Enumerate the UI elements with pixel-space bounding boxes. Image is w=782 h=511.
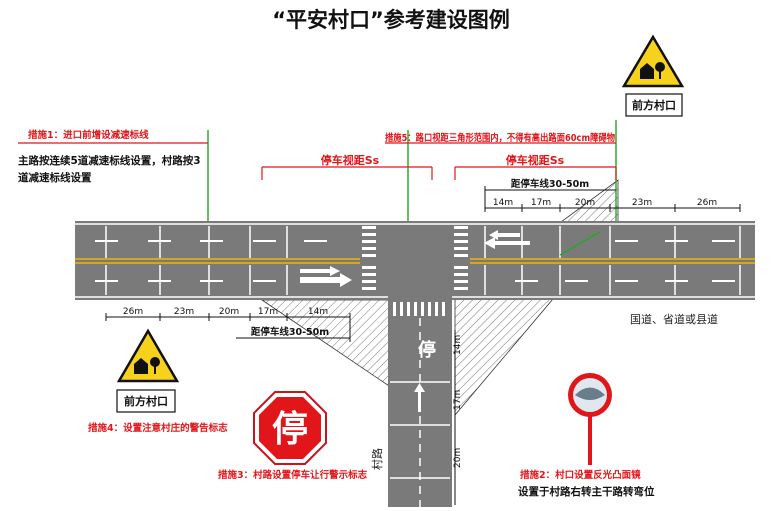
measure-1-desc-1: 主路按连续5道减速标线设置，村路按3 [18, 154, 201, 167]
stop-sign-text: 停 [272, 409, 308, 450]
left-spacing-5: 14m [308, 307, 328, 317]
right-spacing-1: 14m [493, 198, 513, 208]
deceleration-marks [105, 226, 741, 295]
village-spacing-3: 20m [453, 448, 463, 468]
left-spacing-3: 20m [219, 307, 239, 317]
measure-2-label: 措施2：村口设置反光凸面镜 [520, 469, 641, 481]
sight-distance-right: 停车视距Ss [506, 153, 565, 167]
right-spacing-4: 23m [632, 198, 652, 208]
house-tree-icon [640, 62, 665, 79]
stop-road-marking: 停 [418, 339, 436, 361]
crosswalk-village [393, 302, 445, 316]
village-warning-sign-top: 前方村口 [621, 34, 685, 117]
convex-mirror [568, 373, 612, 465]
right-spacing-3: 20m [575, 198, 595, 208]
left-spacing-1: 26m [123, 307, 143, 317]
lane-arrows [300, 230, 530, 412]
left-spacing-4: 17m [258, 307, 278, 317]
right-spacing-5: 26m [697, 198, 717, 208]
intersection-area [360, 221, 470, 300]
sight-distance-left: 停车视距Ss [321, 153, 380, 167]
measure-1-label: 措施1：进口前增设减速标线 [28, 129, 149, 141]
page-title: “平安村口”参考建设图例 [272, 8, 510, 32]
measure-3-label: 措施3：村路设置停车让行警示标志 [218, 469, 368, 481]
village-sign-text-top: 前方村口 [632, 98, 676, 112]
left-spacing-2: 23m [174, 307, 194, 317]
house-tree-icon [134, 357, 160, 374]
village-sign-text-left: 前方村口 [124, 394, 168, 408]
crosswalk-left [362, 226, 376, 290]
village-spacing-1: 14m [453, 335, 463, 355]
main-road-name: 国道、省道或县道 [630, 312, 718, 326]
dimension-lines [105, 186, 741, 505]
stop-road-marking-text: 停 [418, 339, 436, 361]
village-road-name: 村路 [370, 448, 384, 470]
measure-2-desc: 设置于村路右转主干路转弯位 [518, 485, 655, 498]
measure-5-label: 措施5：路口视距三角形范围内，不得有高出路面60cm障碍物 [385, 132, 615, 144]
distance-to-stopline-left: 距停车线30-50m [251, 326, 329, 338]
village-warning-sign-left: 前方村口 [116, 328, 180, 413]
crosswalk-right [454, 226, 468, 290]
measure-1-desc-2: 道减速标线设置 [18, 171, 92, 184]
village-spacing-2: 17m [453, 390, 463, 410]
red-leader-lines [18, 142, 617, 180]
distance-to-stopline-right: 距停车线30-50m [511, 178, 589, 190]
measure-4-label: 措施4：设置注意村庄的警告标志 [88, 422, 228, 434]
stop-sign: 停 [253, 391, 327, 465]
right-spacing-2: 17m [531, 198, 551, 208]
